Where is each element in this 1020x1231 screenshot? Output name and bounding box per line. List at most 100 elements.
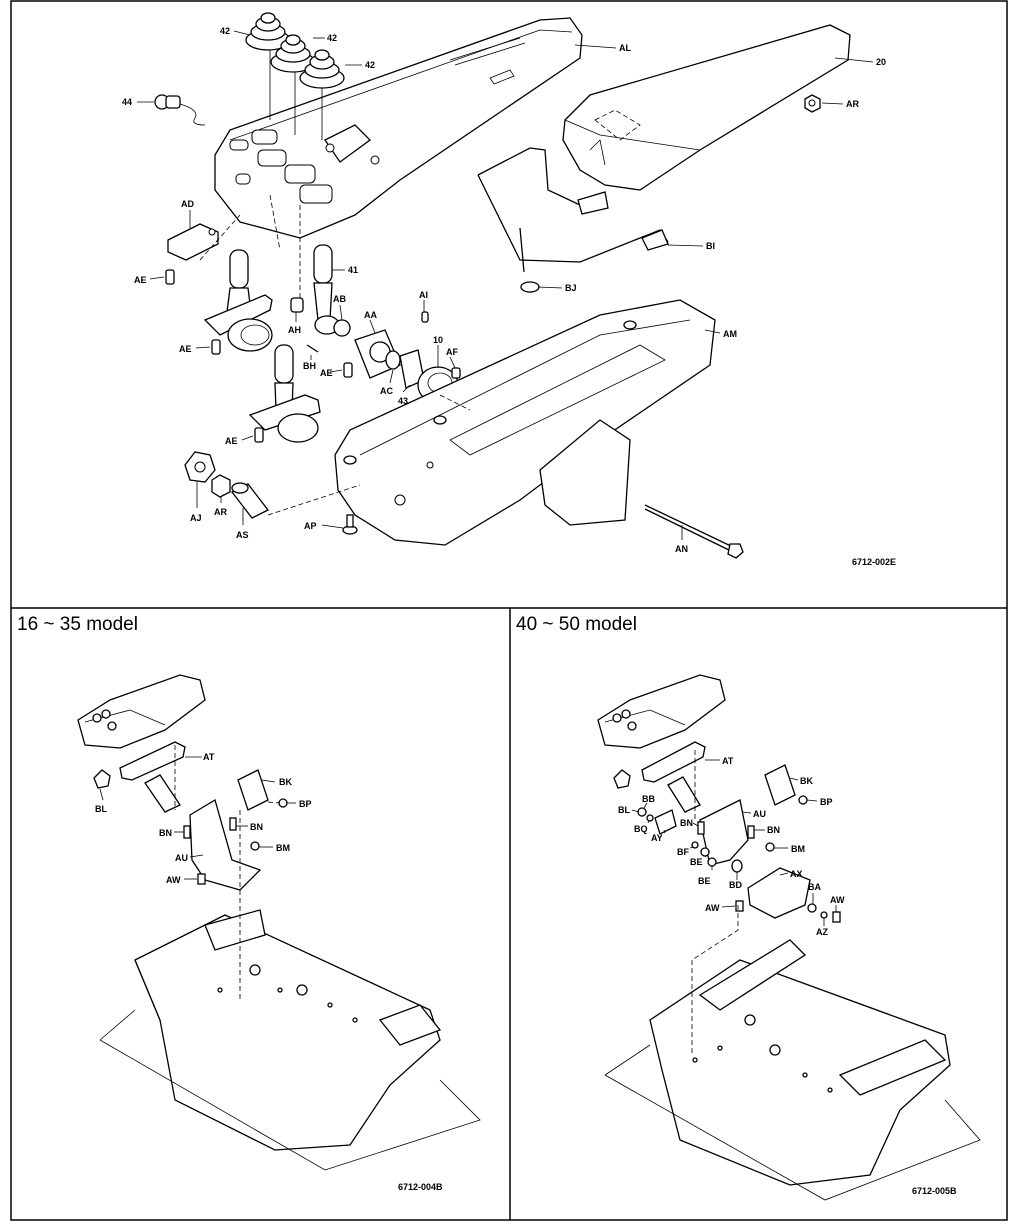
label-AB: AB [333,294,346,304]
label-10: 10 [433,335,443,345]
switch-AD [167,223,219,261]
outer-frame [10,0,1008,1221]
label-BQ: BQ [634,824,648,834]
lever-assembly-left [203,249,273,352]
washer-BE [700,847,710,857]
leader-lines-top [137,30,874,540]
cab-floor [99,909,481,1171]
bolt-BQ [646,814,654,822]
panel-title-left: 16 ~ 35 model [17,614,138,635]
label-44: 44 [122,97,132,107]
label-BN: BN [159,828,172,838]
bolt-BP [798,795,808,805]
armrest-base-AM [334,299,716,546]
label-41: 41 [348,265,358,275]
bolt-AW [197,873,206,885]
console [77,674,206,749]
label-BA: BA [808,882,821,892]
washer-BJ [520,281,540,293]
bracket-BI [477,147,669,273]
label-BE: BE [698,876,711,886]
label-AR: AR [846,99,859,109]
bracket-AT [641,741,706,783]
top-panel-drawing: 42 42 42 AL 20 AR 44 AD AE BI BJ 41 AI A… [122,12,896,567]
rubber-boots-42 [245,12,345,140]
label-AT: AT [722,756,734,766]
nut-BL [613,769,631,789]
knob-AJ [184,451,216,483]
nut-AR-low [211,474,231,498]
label-BN: BN [767,825,780,835]
washer-AZ [820,911,828,919]
drawing-code: 6712-005B [912,1186,957,1196]
bolt-AW [735,900,744,912]
bracket-AU [699,799,749,866]
plate-BN [229,817,237,831]
label-BL: BL [618,805,630,815]
bolt-AN [644,504,744,559]
label-AC: AC [380,386,393,396]
label-AY: AY [651,833,663,843]
nut-AH [290,297,304,313]
label-AF: AF [446,347,458,357]
armrest-cover-AL [214,17,583,239]
label-BL: BL [95,804,107,814]
bracket-AT [119,741,186,781]
label-AP: AP [304,521,317,531]
cab-floor [604,939,981,1201]
label-BP: BP [820,797,833,807]
label-AE: AE [179,344,192,354]
label-AL: AL [619,43,631,53]
label-AT: AT [203,752,215,762]
label-BM: BM [791,844,805,854]
lever-41 [313,244,351,337]
spacer-BA [807,903,817,913]
plate-BN [747,825,755,839]
label-42: 42 [365,60,375,70]
washer-BD [731,859,743,873]
label-AD: AD [181,199,194,209]
label-AN: AN [675,544,688,554]
label-42: 42 [327,33,337,43]
bolts-AE [165,269,353,443]
label-AH: AH [288,325,301,335]
label-BP: BP [299,799,312,809]
label-BN: BN [250,822,263,832]
label-42: 42 [220,26,230,36]
switch-44 [154,94,206,126]
label-AU: AU [753,809,766,819]
label-BJ: BJ [565,283,577,293]
label-AR: AR [214,507,227,517]
drawing-code: 6712-004B [398,1182,443,1192]
bracket-AU [189,799,262,891]
label-BI: BI [706,241,715,251]
label-AE: AE [225,436,238,446]
nut-AR-top [804,94,821,113]
label-BF: BF [677,847,689,857]
panel-title-right: 40 ~ 50 model [516,614,637,635]
drawing-code: 6712-002E [852,557,896,567]
ring-AC [385,350,401,370]
washer-BE [707,857,717,867]
armrest-pad-20 [562,24,851,191]
label-AA: AA [364,310,377,320]
label-AE: AE [320,368,333,378]
bolt-BP [278,798,288,808]
label-BM: BM [276,843,290,853]
bolt-BM [250,841,260,851]
bolt-AW [832,911,841,923]
right-panel-drawing: AT BK BB BP BL AU BN BQ AY BN BF BM BE B… [597,674,981,1201]
plate-BK [764,764,796,806]
screw-AP [342,514,358,535]
bolt-AI [421,311,429,323]
label-20: 20 [876,57,886,67]
label-AI: AI [419,290,428,300]
label-BD: BD [729,880,742,890]
nut-BL [93,769,111,789]
bolt-BM [765,842,775,852]
label-AW: AW [830,895,845,905]
label-43: 43 [398,396,408,406]
label-BH: BH [303,361,316,371]
